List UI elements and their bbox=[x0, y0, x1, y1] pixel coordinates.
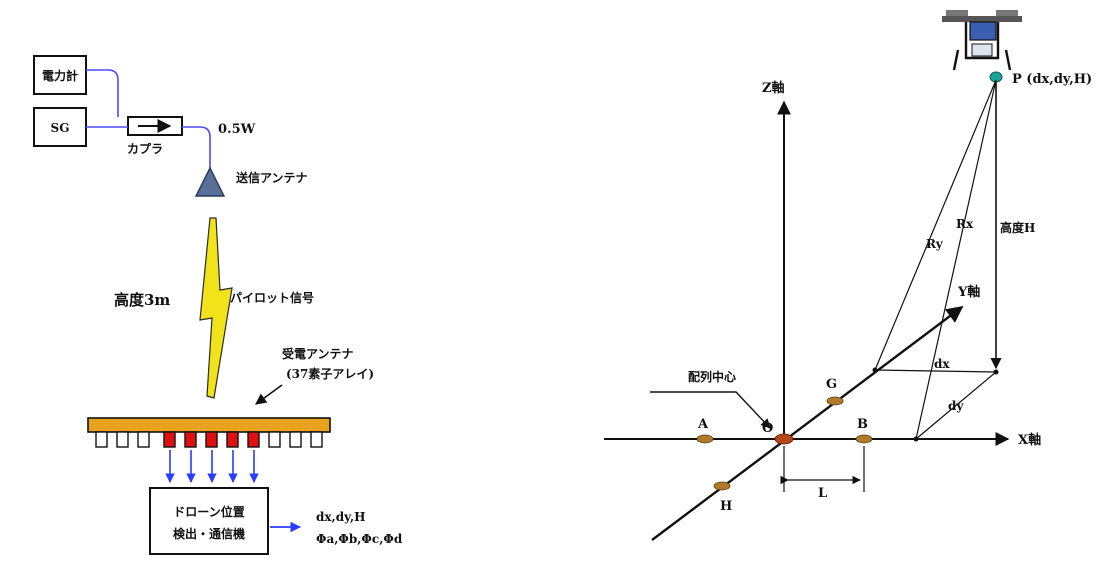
projection-point bbox=[872, 367, 878, 373]
antenna-element-active bbox=[163, 431, 176, 448]
power-meter-box bbox=[33, 55, 87, 95]
dx-label: dx bbox=[934, 357, 950, 371]
point-g-label: G bbox=[826, 377, 837, 392]
dy-line bbox=[915, 371, 997, 440]
rx-antenna-plate bbox=[87, 417, 331, 433]
antenna-element-row bbox=[95, 431, 323, 448]
antenna-element bbox=[310, 431, 323, 448]
antenna-element bbox=[137, 431, 150, 448]
ry-label: Ry bbox=[926, 237, 944, 251]
rx-antenna-pointer bbox=[255, 384, 283, 405]
output-label-line1: dx,dy,H bbox=[316, 510, 365, 524]
element-a-marker bbox=[696, 434, 714, 444]
projection-point bbox=[993, 369, 999, 375]
rx-line bbox=[915, 79, 997, 440]
detector-box bbox=[149, 487, 269, 555]
projection-point bbox=[913, 436, 919, 442]
height-label: 高度H bbox=[1000, 220, 1035, 235]
y-axis bbox=[651, 305, 964, 541]
point-h-label: H bbox=[720, 499, 732, 514]
z-axis-label: Z軸 bbox=[762, 80, 785, 96]
rx-label: Rx bbox=[956, 217, 974, 231]
altitude-label: 高度3m bbox=[114, 291, 170, 309]
antenna-element-active bbox=[205, 431, 218, 448]
output-label-line2: Φa,Φb,Φc,Φd bbox=[316, 532, 403, 546]
array-center-label: 配列中心 bbox=[688, 369, 736, 384]
drone-icon bbox=[942, 10, 1022, 71]
dx-line bbox=[874, 369, 997, 373]
antenna-element bbox=[289, 431, 302, 448]
origin-label: O bbox=[762, 421, 773, 436]
point-a-label: A bbox=[697, 417, 709, 432]
sg-box bbox=[33, 107, 87, 147]
pilot-signal-icon bbox=[199, 217, 233, 399]
sg-label: SG bbox=[51, 121, 70, 135]
ry-line bbox=[874, 79, 997, 371]
y-axis-label: Y軸 bbox=[957, 284, 980, 300]
antenna-element bbox=[116, 431, 129, 448]
cable-meter-coupler bbox=[86, 69, 119, 117]
tx-antenna-label: 送信アンテナ bbox=[235, 170, 308, 185]
power-label: 0.5W bbox=[218, 122, 256, 137]
coupler-label: カプラ bbox=[127, 141, 163, 156]
detector-label-line2: 検出・通信機 bbox=[173, 526, 245, 541]
power-meter-label: 電力計 bbox=[42, 68, 78, 83]
element-b-marker bbox=[855, 434, 873, 444]
element-h-marker bbox=[713, 481, 731, 491]
point-b-label: B bbox=[857, 417, 868, 432]
antenna-element bbox=[95, 431, 108, 448]
antenna-element bbox=[268, 431, 281, 448]
antenna-element-active bbox=[226, 431, 239, 448]
array-center-pointer bbox=[650, 391, 771, 429]
cable-coupler-antenna bbox=[182, 126, 211, 176]
pilot-signal-label: パイロット信号 bbox=[230, 290, 314, 305]
x-axis-label: X軸 bbox=[1018, 432, 1041, 448]
rx-antenna-sublabel: (37素子アレイ) bbox=[286, 366, 374, 381]
drone-point-label: P (dx,dy,H) bbox=[1012, 72, 1092, 87]
antenna-element-active bbox=[184, 431, 197, 448]
dy-label: dy bbox=[948, 399, 964, 413]
origin-marker bbox=[774, 433, 794, 445]
rx-antenna-label: 受電アンテナ bbox=[282, 346, 354, 361]
spacing-label: L bbox=[818, 486, 827, 501]
signal-arrows bbox=[165, 450, 259, 483]
coordinate-diagram: X軸 Z軸 Y軸 P (dx,dy,H) 高度H Rx Ry bbox=[604, 10, 1092, 541]
element-g-marker bbox=[826, 396, 844, 406]
detector-label-line1: ドローン位置 bbox=[173, 504, 244, 519]
tx-antenna-icon bbox=[194, 166, 226, 197]
system-block-diagram: 電力計 SG カプラ 0.5W 送信アンテナ 高度3m パイロット信号 受電アン… bbox=[33, 55, 403, 555]
antenna-element-active bbox=[247, 431, 260, 448]
